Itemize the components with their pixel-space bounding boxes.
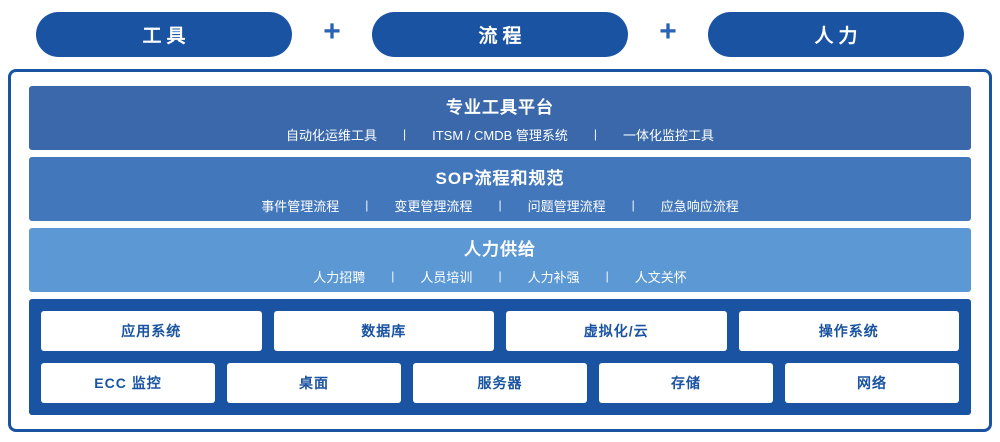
capability-box-ecc-monitoring: ECC 监控	[41, 363, 215, 403]
separator: |	[391, 269, 395, 283]
layer-title: SOP流程和规范	[435, 168, 565, 188]
layer-items: 人力招聘 | 人员培训 | 人力补强 | 人文关怀	[29, 267, 971, 286]
pill-process-label: 流程	[478, 25, 527, 47]
separator: |	[605, 269, 609, 283]
pill-manpower: 人力	[708, 11, 964, 57]
layer-items: 自动化运维工具 | ITSM / CMDB 管理系统 | 一体化监控工具	[29, 125, 971, 144]
separator: |	[498, 198, 502, 212]
layer-title: 人力供给	[464, 239, 536, 259]
layer-item: 事件管理流程	[261, 198, 340, 214]
capability-box-virtualization-cloud: 虚拟化/云	[506, 311, 727, 351]
pill-manpower-label: 人力	[814, 25, 863, 47]
layer-item: 问题管理流程	[527, 198, 606, 214]
layer-item: 变更管理流程	[394, 198, 473, 214]
foundation-stack: 应用系统 数据库 虚拟化/云 操作系统 ECC 监控 桌面 服务器 存储 网络	[29, 299, 971, 415]
capability-box-application-systems: 应用系统	[41, 311, 262, 351]
foundation-row-2: ECC 监控 桌面 服务器 存储 网络	[41, 363, 959, 403]
separator: |	[498, 269, 502, 283]
layer-item: 一体化监控工具	[623, 127, 715, 143]
layer-item: 人力补强	[527, 269, 580, 285]
layer-tool-platform: 专业工具平台 自动化运维工具 | ITSM / CMDB 管理系统 | 一体化监…	[29, 86, 971, 150]
layer-item: 人员培训	[420, 269, 473, 285]
layer-items: 事件管理流程 | 变更管理流程 | 问题管理流程 | 应急响应流程	[29, 196, 971, 215]
top-banner: 工具 + 流程 + 人力	[0, 0, 1000, 57]
diagram-frame: 专业工具平台 自动化运维工具 | ITSM / CMDB 管理系统 | 一体化监…	[8, 69, 992, 432]
layer-item: 自动化运维工具	[285, 127, 377, 143]
layer-item: 人力招聘	[313, 269, 366, 285]
capability-box-network: 网络	[785, 363, 959, 403]
capability-box-storage: 存储	[599, 363, 773, 403]
capability-box-server: 服务器	[413, 363, 587, 403]
separator: |	[593, 127, 598, 141]
layer-title: 专业工具平台	[446, 97, 554, 117]
pill-tools-label: 工具	[142, 25, 191, 47]
pill-tools: 工具	[36, 11, 292, 57]
layer-sop-process: SOP流程和规范 事件管理流程 | 变更管理流程 | 问题管理流程 | 应急响应…	[29, 157, 971, 221]
foundation-row-1: 应用系统 数据库 虚拟化/云 操作系统	[41, 311, 959, 351]
layer-manpower-supply: 人力供给 人力招聘 | 人员培训 | 人力补强 | 人文关怀	[29, 228, 971, 292]
separator: |	[631, 198, 635, 212]
capability-box-database: 数据库	[273, 311, 494, 351]
capability-box-operating-system: 操作系统	[738, 311, 959, 351]
separator: |	[402, 127, 407, 141]
layer-item: 应急响应流程	[660, 198, 739, 214]
plus-icon: +	[659, 15, 677, 48]
pill-process: 流程	[372, 11, 628, 57]
layer-item: ITSM / CMDB 管理系统	[432, 127, 568, 143]
plus-icon: +	[323, 15, 341, 48]
capability-box-desktop: 桌面	[227, 363, 401, 403]
separator: |	[365, 198, 369, 212]
layer-item: 人文关怀	[634, 269, 687, 285]
